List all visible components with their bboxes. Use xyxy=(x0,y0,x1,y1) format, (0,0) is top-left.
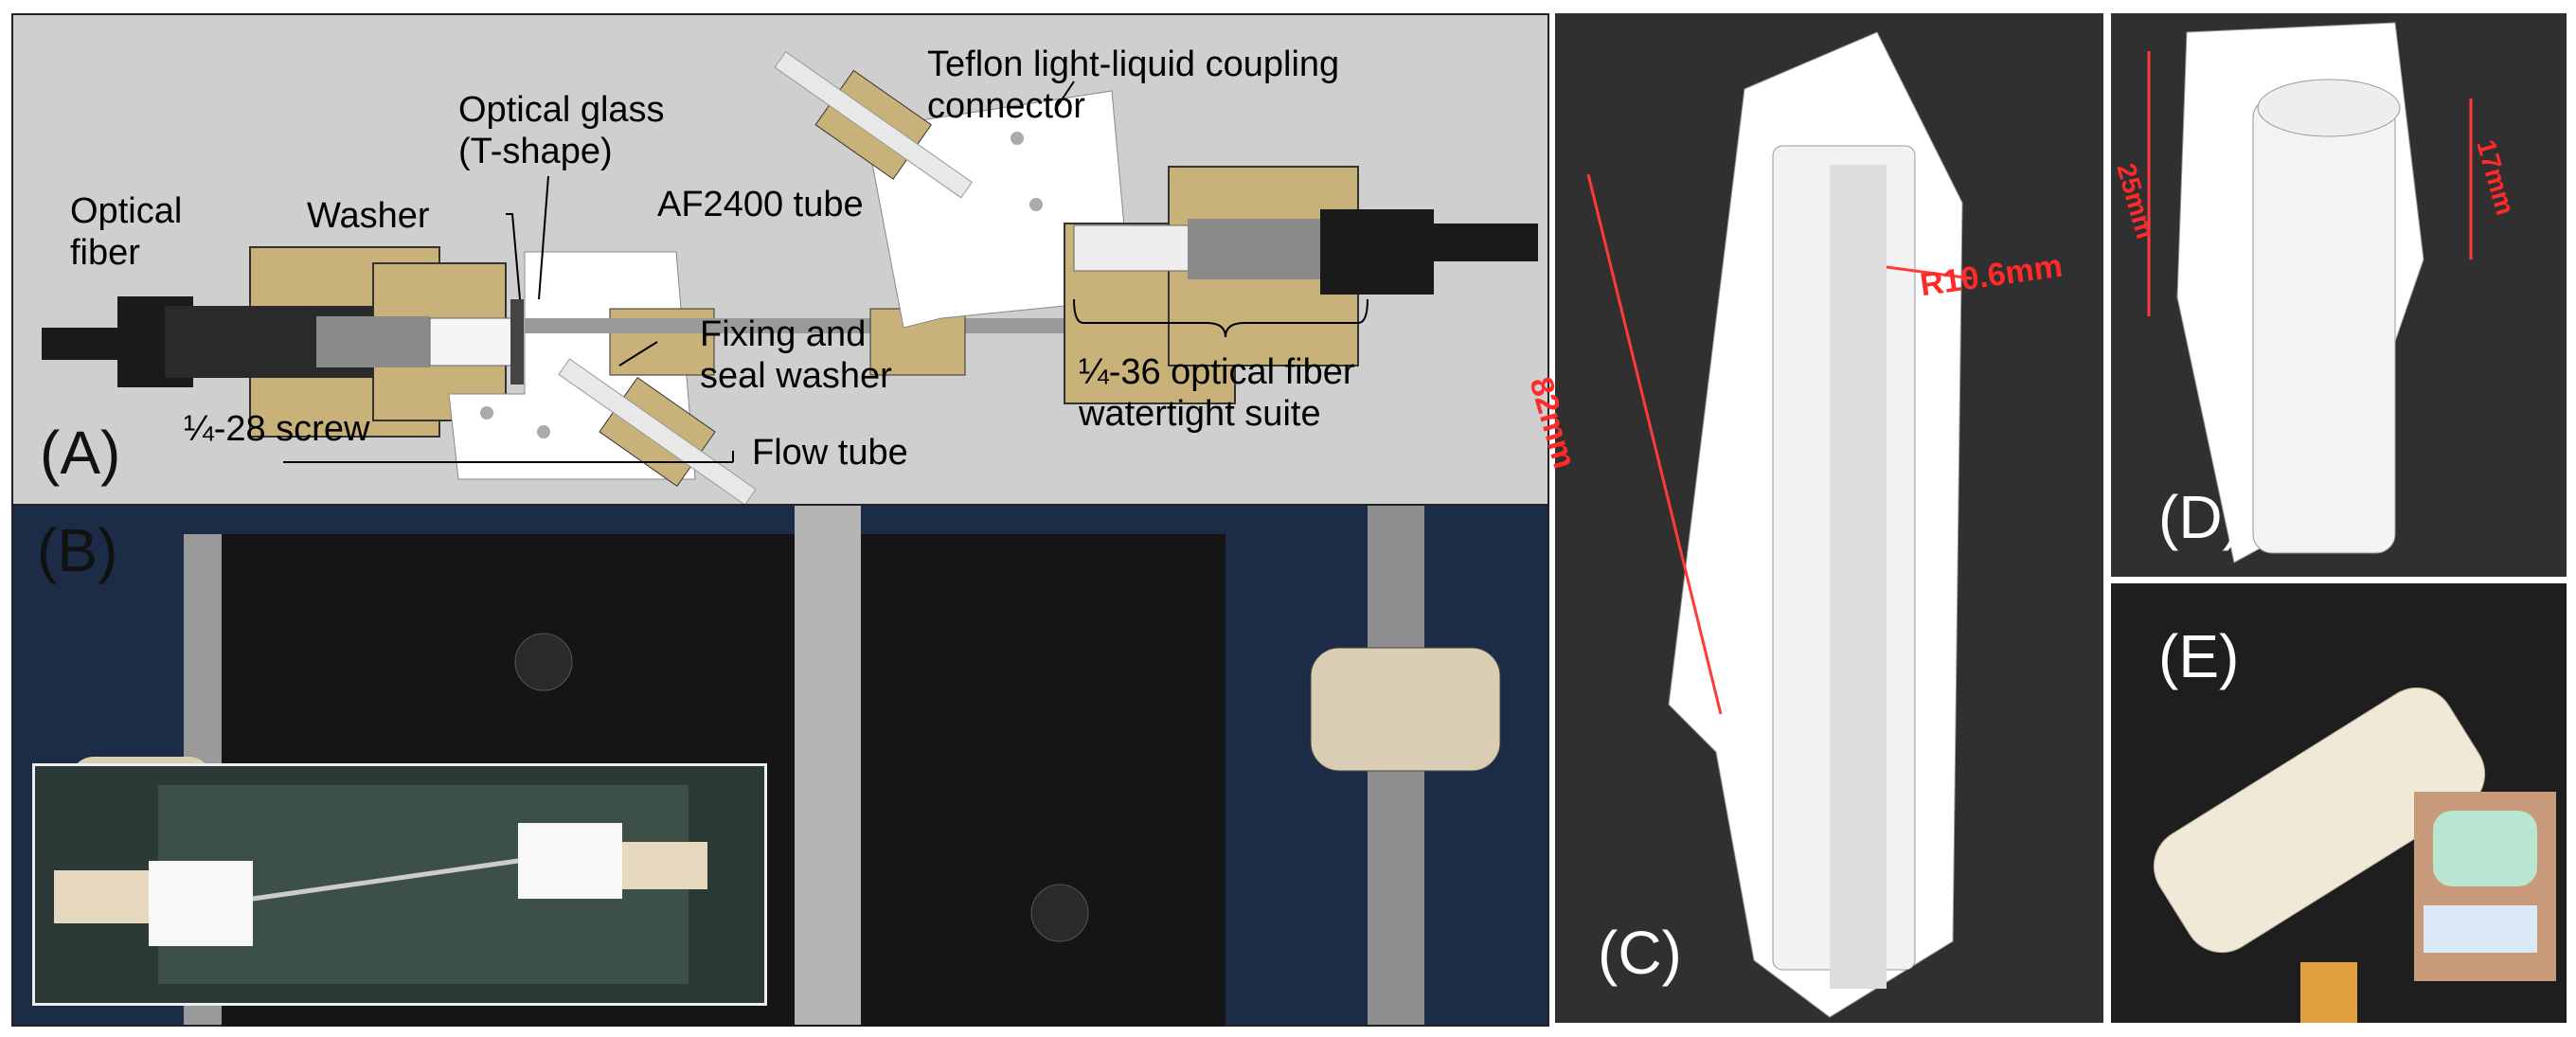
inset-left-block xyxy=(149,861,253,946)
teflon-hole xyxy=(1011,132,1024,145)
right-flow-screw xyxy=(774,51,973,199)
right-fiber-cable xyxy=(1424,223,1538,261)
inset-tube xyxy=(252,858,519,902)
teflon-connector-label: Teflon light-liquid coupling connector xyxy=(927,45,1340,126)
center-rod xyxy=(795,506,861,1025)
radius-dimension-line xyxy=(1886,265,1973,280)
panel-e-label: (E) xyxy=(2158,622,2240,690)
optical-fiber-label: Optical fiber xyxy=(70,191,183,273)
panel-d-label: (D) xyxy=(2158,483,2243,551)
suite-brace xyxy=(1073,298,1368,338)
quarter-28-screw-label: ¼-28 screw xyxy=(184,409,370,449)
panel-d-cad-model: 25mm 17mm (D) xyxy=(2111,13,2567,577)
left-flow-screw xyxy=(558,358,757,506)
panel-a-drawing xyxy=(42,51,1538,506)
left-inner-thread xyxy=(316,316,430,367)
panel-d-drawing xyxy=(2147,22,2473,563)
quarter-36-suite-label: ¼-36 optical fiber watertight suite xyxy=(1079,352,1355,434)
inset-paper-label xyxy=(2424,905,2537,953)
left-glass-rod xyxy=(429,317,516,367)
panel-b-label: (B) xyxy=(37,516,118,584)
teflon-hole xyxy=(1029,198,1043,211)
inset-left-fitting xyxy=(54,870,158,923)
right-fitting xyxy=(1310,647,1501,772)
panel-e-photo: (E) xyxy=(2111,583,2567,1023)
right-fiber-boot xyxy=(1320,209,1434,295)
printed-housing xyxy=(2153,687,2486,954)
section-top xyxy=(2257,79,2401,137)
left-fiber-cable xyxy=(42,328,127,360)
af2400-tube-label: AF2400 tube xyxy=(657,185,864,224)
panel-a-label: (A) xyxy=(40,419,121,487)
panel-c-drawing xyxy=(1586,31,1973,1018)
spiral-groove xyxy=(1830,165,1887,989)
panel-b-inset xyxy=(32,763,767,1006)
fixing-washer-label: Fixing and seal washer xyxy=(700,314,892,396)
optical-glass-label: Optical glass (T-shape) xyxy=(458,90,665,171)
inset-printed-part xyxy=(2433,811,2537,886)
panel-a-schematic: (A) Optical fiber Washer Optical glass (… xyxy=(11,13,1549,506)
orange-fitting xyxy=(2300,962,2357,1023)
length-dimension-line xyxy=(1586,173,1723,715)
teflon-hole xyxy=(480,406,493,420)
section-cylinder xyxy=(2252,98,2396,554)
washer-part xyxy=(510,299,524,384)
washer-leader xyxy=(506,213,521,300)
fixing-leader xyxy=(618,341,658,367)
glass-leader xyxy=(538,175,549,300)
inset-right-block xyxy=(518,823,622,899)
washer-label: Washer xyxy=(307,196,430,236)
panel-e-drawing xyxy=(2111,583,2567,1023)
right-inner-thread xyxy=(1188,219,1339,279)
screw-head xyxy=(514,633,573,691)
teflon-hole xyxy=(537,425,550,438)
flow-tube-label: Flow tube xyxy=(752,433,908,473)
panel-c-label: (C) xyxy=(1598,919,1682,987)
inset-right-fitting xyxy=(622,842,707,889)
teflon-leader xyxy=(1054,80,1075,111)
panel-b-photo: (B) xyxy=(11,504,1549,1027)
panel-c-cad-model: 82mm R10.6mm (C) xyxy=(1522,13,2103,1023)
screw-head xyxy=(1030,884,1089,942)
